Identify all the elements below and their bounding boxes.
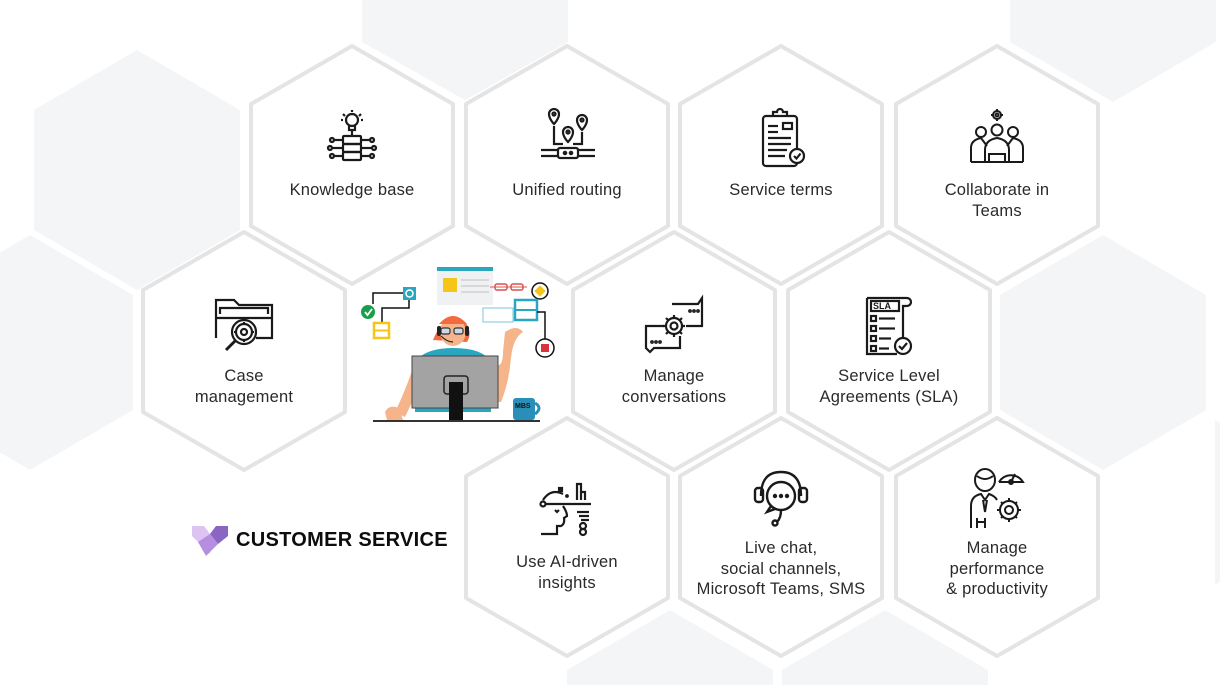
- feature-tile-collaborate-teams: Collaborate in Teams: [890, 42, 1104, 288]
- brand-lockup: CUSTOMER SERVICE: [192, 524, 448, 556]
- feature-tile-sla: SLA Service Level Agreements (SLA): [782, 228, 996, 474]
- lightbulb-server-icon: [326, 110, 378, 162]
- brand-title: CUSTOMER SERVICE: [236, 528, 448, 551]
- feature-tile-unified-routing: Unified routing: [460, 42, 674, 288]
- feature-tile-knowledge-base: Knowledge base: [245, 42, 459, 288]
- feature-tile-service-terms: Service terms: [674, 42, 888, 288]
- feature-label: Manage performance & productivity: [946, 539, 1048, 598]
- mug-label: MBS: [515, 403, 531, 410]
- feature-tile-performance: Manage performance & productivity: [890, 414, 1104, 660]
- feature-label: Live chat, social channels, Microsoft Te…: [696, 539, 866, 598]
- feature-label: Manage conversations: [621, 367, 727, 406]
- feature-label: Service terms: [729, 181, 833, 199]
- agent-at-computer-illustration: MBS: [361, 267, 555, 422]
- ai-head-chart-icon: [539, 482, 591, 537]
- team-gear-icon: [970, 109, 1024, 163]
- svg-text:SLA: SLA: [873, 301, 892, 311]
- feature-label: Use AI-driven insights: [516, 553, 618, 592]
- folder-gear-search-icon: [214, 298, 274, 352]
- feature-tile-ai-insights: Use AI-driven insights: [460, 414, 674, 660]
- feature-label: Collaborate in Teams: [944, 181, 1050, 220]
- feature-tile-case-management: Case management: [137, 228, 351, 474]
- headset-chat-icon: [753, 470, 809, 527]
- feature-label: Unified routing: [512, 181, 622, 199]
- feature-label: Case management: [194, 367, 294, 406]
- sla-document-check-icon: SLA: [865, 296, 913, 356]
- feature-tile-manage-conversations: Manage conversations: [567, 228, 781, 474]
- chat-bubbles-gear-icon: [644, 294, 704, 354]
- person-gauge-gear-icon: [970, 468, 1025, 528]
- feature-label: Service Level Agreements (SLA): [819, 367, 959, 406]
- feature-label: Knowledge base: [289, 181, 415, 199]
- location-pins-router-icon: [541, 108, 595, 160]
- feature-tile-live-chat: Live chat, social channels, Microsoft Te…: [674, 414, 888, 660]
- clipboard-check-icon: [761, 108, 806, 168]
- heart-chevron-logo-icon: [192, 526, 228, 556]
